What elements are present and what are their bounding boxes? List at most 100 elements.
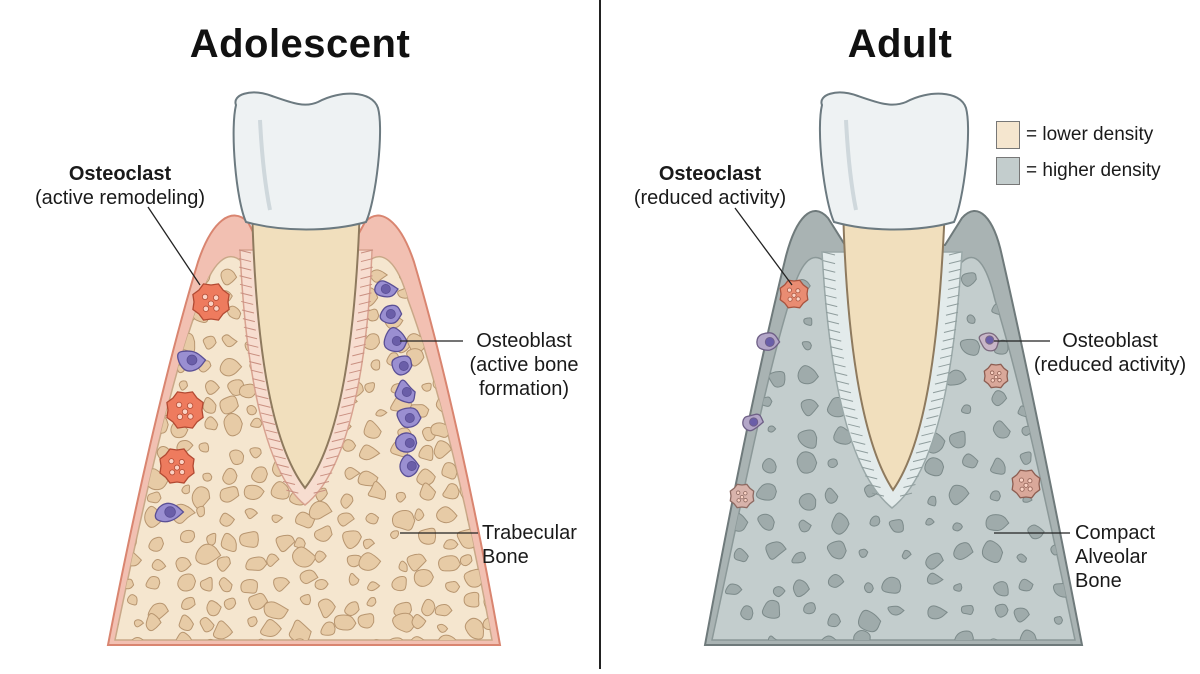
trabecular-pore	[205, 380, 221, 395]
trabecular-pore	[342, 439, 357, 452]
compact-pore	[925, 552, 944, 570]
trabecular-pore	[414, 508, 425, 522]
compact-pore	[737, 370, 749, 382]
adult-ligament-fibers	[822, 251, 962, 497]
trabecular-pore	[348, 572, 360, 586]
legend-swatch-lower	[996, 121, 1020, 149]
leader-osteoclast-right	[734, 207, 793, 286]
trabecular-pore	[464, 315, 479, 329]
osteoblast-cell	[154, 502, 185, 523]
legend-lower-label: = lower density	[1026, 124, 1154, 145]
osteoblast-cell	[379, 304, 403, 325]
compact-pore	[1048, 277, 1064, 292]
compact-pore	[1054, 456, 1067, 468]
trabecular-pore	[178, 614, 195, 632]
trabecular-pore	[153, 329, 169, 343]
compact-pore	[1019, 629, 1037, 640]
trabecular-pore	[417, 264, 430, 275]
compact-pore	[992, 420, 1011, 439]
trabecular-pore	[218, 577, 233, 593]
adult-tooth-root	[841, 204, 947, 492]
adult-cells	[729, 279, 1041, 509]
compact-pore	[803, 602, 817, 615]
trabecular-pore	[198, 442, 210, 453]
trabecular-pore	[181, 596, 196, 610]
trabecular-pore	[181, 484, 191, 495]
compact-pore	[798, 493, 817, 511]
compact-pore	[853, 630, 871, 640]
trabecular-pore	[247, 616, 258, 628]
trabecular-pore	[456, 421, 471, 435]
compact-pore	[733, 547, 749, 563]
compact-pore	[772, 586, 786, 598]
adolescent-osteoclasts	[159, 283, 230, 484]
adolescent-tooth-crown	[232, 91, 382, 231]
trabecular-pore	[204, 416, 219, 431]
compact-pore	[712, 308, 715, 334]
compact-pore	[757, 513, 775, 531]
trabecular-pore	[220, 532, 237, 552]
trabecular-pore	[406, 553, 427, 572]
trabecular-pore	[103, 599, 113, 608]
trabecular-pore	[151, 559, 167, 571]
trabecular-pore	[358, 552, 382, 571]
trabecular-pore	[320, 621, 336, 636]
trabecular-pore	[145, 575, 161, 590]
trabecular-pore	[115, 487, 129, 507]
trabecular-pore	[263, 601, 289, 620]
compact-pore	[954, 630, 974, 640]
osteoblast-cell	[383, 326, 408, 353]
trabecular-pore	[202, 335, 217, 350]
trabecular-pore	[115, 311, 122, 334]
compact-pore	[858, 548, 869, 558]
trabecular-pore	[375, 409, 388, 417]
trabecular-pore	[199, 576, 213, 592]
compact-pore	[925, 517, 935, 526]
compact-pore	[952, 522, 963, 532]
trabecular-pore	[344, 601, 360, 617]
trabecular-pore	[222, 467, 238, 485]
trabecular-pore	[445, 581, 461, 593]
trabecular-pore	[206, 532, 217, 546]
trabecular-pore	[103, 289, 114, 298]
compact-pore	[796, 451, 818, 474]
trabecular-pore	[251, 466, 268, 484]
trabecular-pore	[314, 525, 333, 542]
trabecular-pore	[317, 598, 336, 619]
compact-pore	[767, 635, 779, 640]
compact-pore	[948, 484, 970, 506]
compact-pore	[990, 457, 1006, 475]
compact-pore	[1053, 433, 1067, 446]
compact-pore	[926, 572, 944, 585]
compact-pore	[831, 512, 850, 535]
trabecular-pore	[436, 506, 458, 524]
osteoclast-cell	[159, 448, 195, 484]
compact-pore	[991, 390, 1008, 407]
trabecular-pore	[485, 484, 492, 496]
compact-pore	[734, 331, 752, 349]
leader-osteoclast-left	[147, 206, 201, 286]
label-osteoclast-adolescent: Osteoclast (active remodeling)	[20, 162, 220, 210]
compact-pore	[712, 395, 723, 411]
label-osteoclast-note: (reduced activity)	[633, 187, 787, 209]
osteoblast-cell	[394, 432, 418, 453]
trabecular-pore	[364, 382, 376, 393]
compact-pore	[755, 483, 777, 501]
trabecular-pore	[173, 631, 193, 640]
compact-pore	[888, 519, 904, 533]
compact-pore	[721, 432, 744, 450]
trabecular-pore	[392, 612, 417, 633]
trabecular-pore	[386, 637, 406, 640]
compact-pore	[827, 613, 842, 628]
trabecular-pore	[485, 422, 492, 439]
trabecular-pore	[115, 373, 118, 390]
compact-pore	[798, 519, 812, 533]
compact-pore	[993, 581, 1009, 597]
trabecular-pore	[421, 598, 436, 617]
compact-pore	[863, 582, 874, 594]
trabecular-pore	[438, 555, 461, 572]
compact-pore	[994, 603, 1009, 618]
trabecular-pore	[219, 512, 236, 527]
trabecular-pore	[363, 420, 382, 439]
compact-pore	[953, 583, 963, 592]
